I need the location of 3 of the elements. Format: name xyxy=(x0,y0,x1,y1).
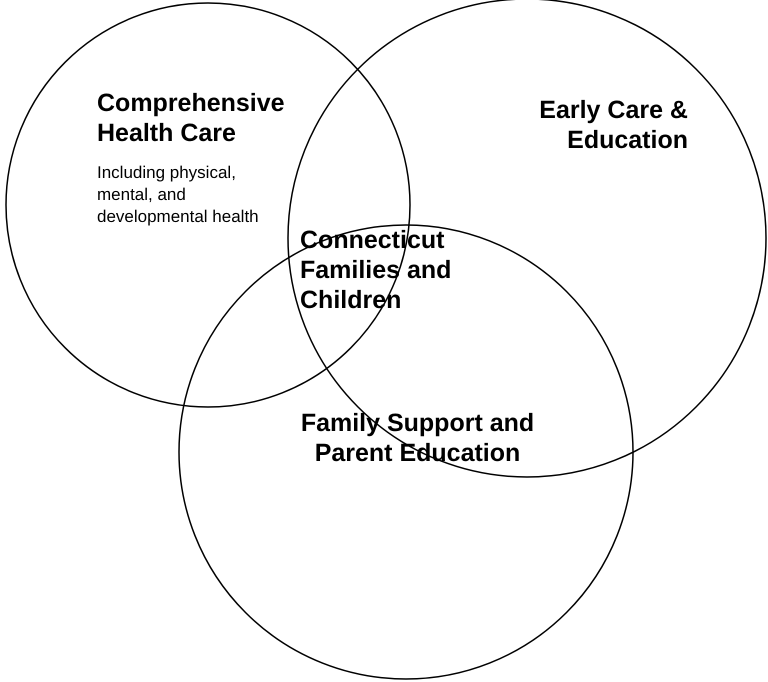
circle-heading: Comprehensive Health Care xyxy=(97,88,286,148)
circle-description: Including physical, mental, and developmental health xyxy=(97,162,260,228)
circle-heading: Early Care & Education xyxy=(538,95,688,155)
